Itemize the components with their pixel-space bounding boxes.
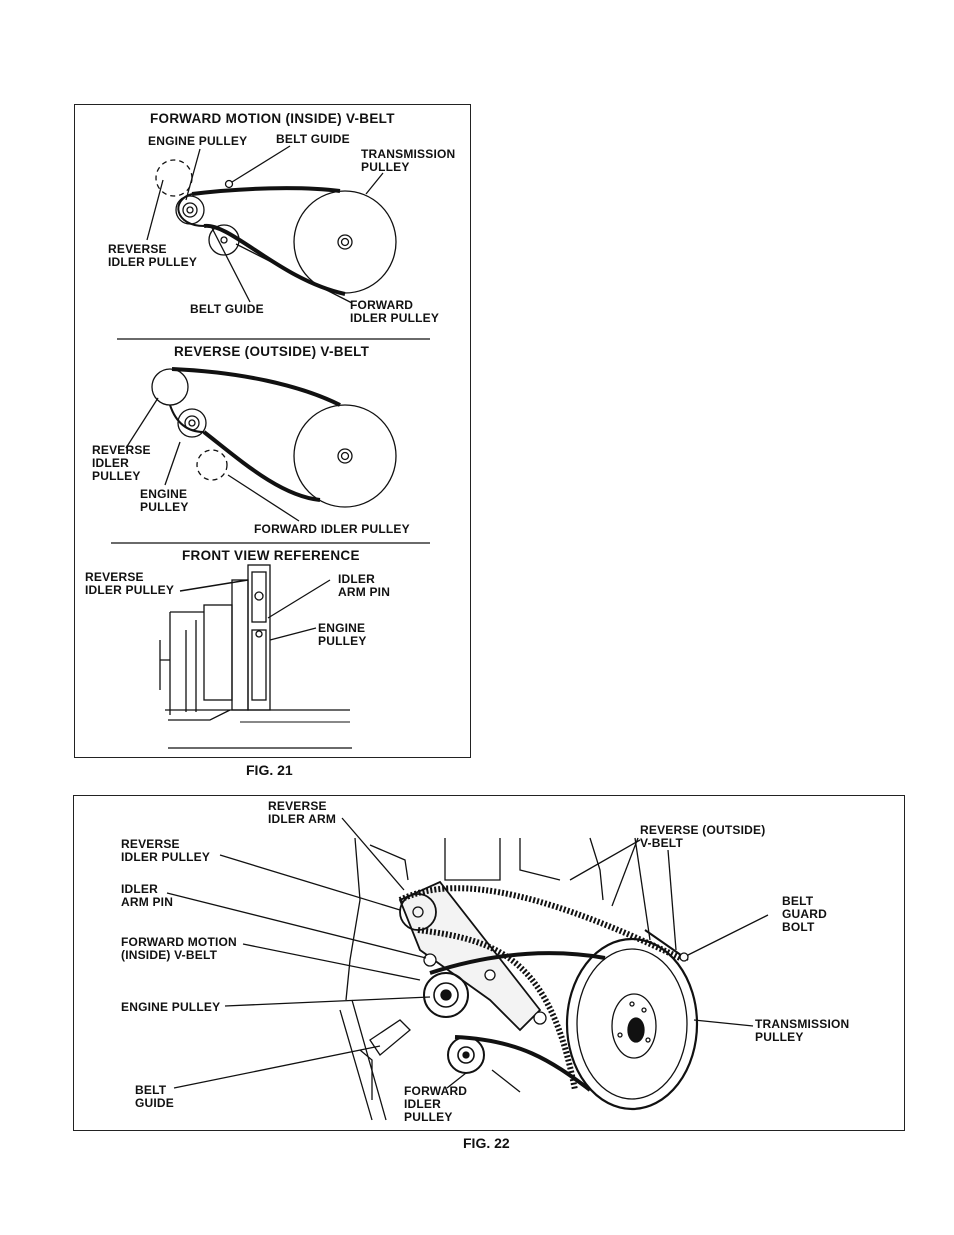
fig21-reverse-heading: REVERSE (OUTSIDE) V-BELT xyxy=(174,344,370,359)
belt-guide-icon xyxy=(224,179,234,189)
fig21-forward-transmission-pulley-label: TRANSMISSION PULLEY xyxy=(361,147,456,174)
fig22-forward-idler-pulley-label: FORWARD IDLER PULLEY xyxy=(404,1084,468,1124)
fig22-forward-motion-vbelt-label: FORWARD MOTION (INSIDE) V-BELT xyxy=(121,935,237,962)
fig22-reverse-outside-vbelt-label: REVERSE (OUTSIDE) V-BELT xyxy=(640,823,766,850)
fig21-front-idler-arm-pin-label: IDLER ARM PIN xyxy=(338,572,391,599)
idler-arm-pin-icon xyxy=(423,953,437,967)
fig22-belt-guide-label: BELT GUIDE xyxy=(135,1083,175,1110)
fig21-caption: FIG. 21 xyxy=(246,762,293,778)
fig21-forward-belt-guide-bottom-label: BELT GUIDE xyxy=(190,302,264,316)
fig22-frame xyxy=(73,795,905,1131)
fig22-engine-pulley-label: ENGINE PULLEY xyxy=(121,1000,221,1014)
fig22-transmission-pulley-label: TRANSMISSION PULLEY xyxy=(755,1017,850,1044)
fig21-front-heading: FRONT VIEW REFERENCE xyxy=(182,548,360,563)
forward-idler-dashed-icon xyxy=(196,449,228,481)
fig22-reverse-idler-arm-label: REVERSE IDLER ARM xyxy=(268,799,337,826)
engine-pulley-icon xyxy=(423,972,469,1018)
fig21-reverse-reverse-idler-label: REVERSE IDLER PULLEY xyxy=(92,443,151,483)
fig21-forward-belt-guide-top-label: BELT GUIDE xyxy=(276,132,350,146)
fig21-forward-forward-idler-label: FORWARD IDLER PULLEY xyxy=(350,298,440,325)
forward-v-belt-icon xyxy=(429,951,606,975)
fig21-forward-reverse-idler-label: REVERSE IDLER PULLEY xyxy=(108,242,198,269)
fig21-reverse-engine-pulley-label: ENGINE PULLEY xyxy=(140,487,189,514)
transmission-pulley-icon xyxy=(565,937,699,1111)
fig21-front-reverse-idler-label: REVERSE IDLER PULLEY xyxy=(85,570,175,597)
transmission-pulley-icon xyxy=(293,404,397,508)
fig22-caption: FIG. 22 xyxy=(463,1135,510,1151)
fig22-idler-arm-pin-label: IDLER ARM PIN xyxy=(121,882,174,909)
fig21-forward-heading: FORWARD MOTION (INSIDE) V-BELT xyxy=(150,111,395,126)
fig22-belt-guard-bolt-label: BELT GUARD BOLT xyxy=(782,894,827,934)
belt-guide-icon xyxy=(369,1019,411,1056)
fig21-forward-engine-pulley-label: ENGINE PULLEY xyxy=(148,134,248,148)
fig21-front-engine-pulley-label: ENGINE PULLEY xyxy=(318,621,367,648)
fig21-reverse-forward-idler-label: FORWARD IDLER PULLEY xyxy=(254,522,410,536)
fig21-frame xyxy=(74,104,471,758)
fig22-reverse-idler-pulley-label: REVERSE IDLER PULLEY xyxy=(121,837,211,864)
